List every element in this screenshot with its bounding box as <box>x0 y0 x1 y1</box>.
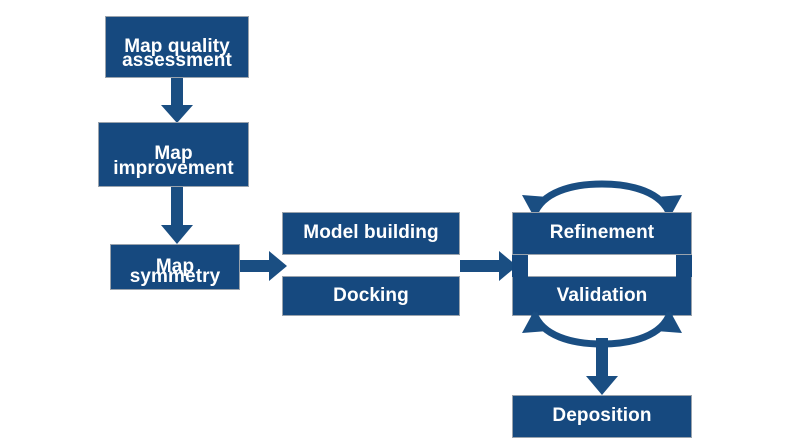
node-deposition[interactable]: Deposition <box>512 395 692 438</box>
node-label-line1: Map quality <box>124 35 230 57</box>
node-refinement[interactable]: Refinement <box>512 212 692 255</box>
node-label: Model building <box>303 222 439 244</box>
node-label: Deposition <box>552 405 652 427</box>
edge-symmetry-to-model-building <box>240 250 288 282</box>
edge-refinement-validation-cycle-top <box>512 180 692 218</box>
node-label-line2: symmetry <box>129 265 221 287</box>
cycle-left-connector <box>512 255 528 277</box>
node-label-line1: Map <box>155 255 195 277</box>
node-label: Docking <box>333 284 409 306</box>
edge-quality-to-improvement <box>160 78 194 124</box>
node-map-quality-assessment[interactable]: Map quality <box>105 16 249 78</box>
node-map-symmetry[interactable]: Map <box>110 244 240 290</box>
node-docking[interactable]: Docking <box>282 276 460 316</box>
node-validation[interactable]: Validation <box>512 276 692 316</box>
edge-improvement-to-symmetry <box>160 187 194 245</box>
node-map-improvement-line2-holder: improvement <box>98 122 249 187</box>
node-map-improvement[interactable]: Map <box>98 122 249 187</box>
node-label-line2: assessment <box>122 49 232 71</box>
node-label: Refinement <box>549 222 655 244</box>
node-label: Validation <box>556 284 648 306</box>
node-label-line1: Map <box>154 143 193 165</box>
edge-validation-to-deposition <box>585 338 619 396</box>
node-map-quality-assessment-line2-holder: assessment <box>105 16 249 78</box>
node-map-symmetry-line2-holder: symmetry <box>110 244 240 290</box>
cycle-right-connector <box>676 255 692 277</box>
node-model-building[interactable]: Model building <box>282 212 460 255</box>
node-label-line2: improvement <box>113 157 234 179</box>
edge-model-building-to-refinement <box>460 250 518 282</box>
